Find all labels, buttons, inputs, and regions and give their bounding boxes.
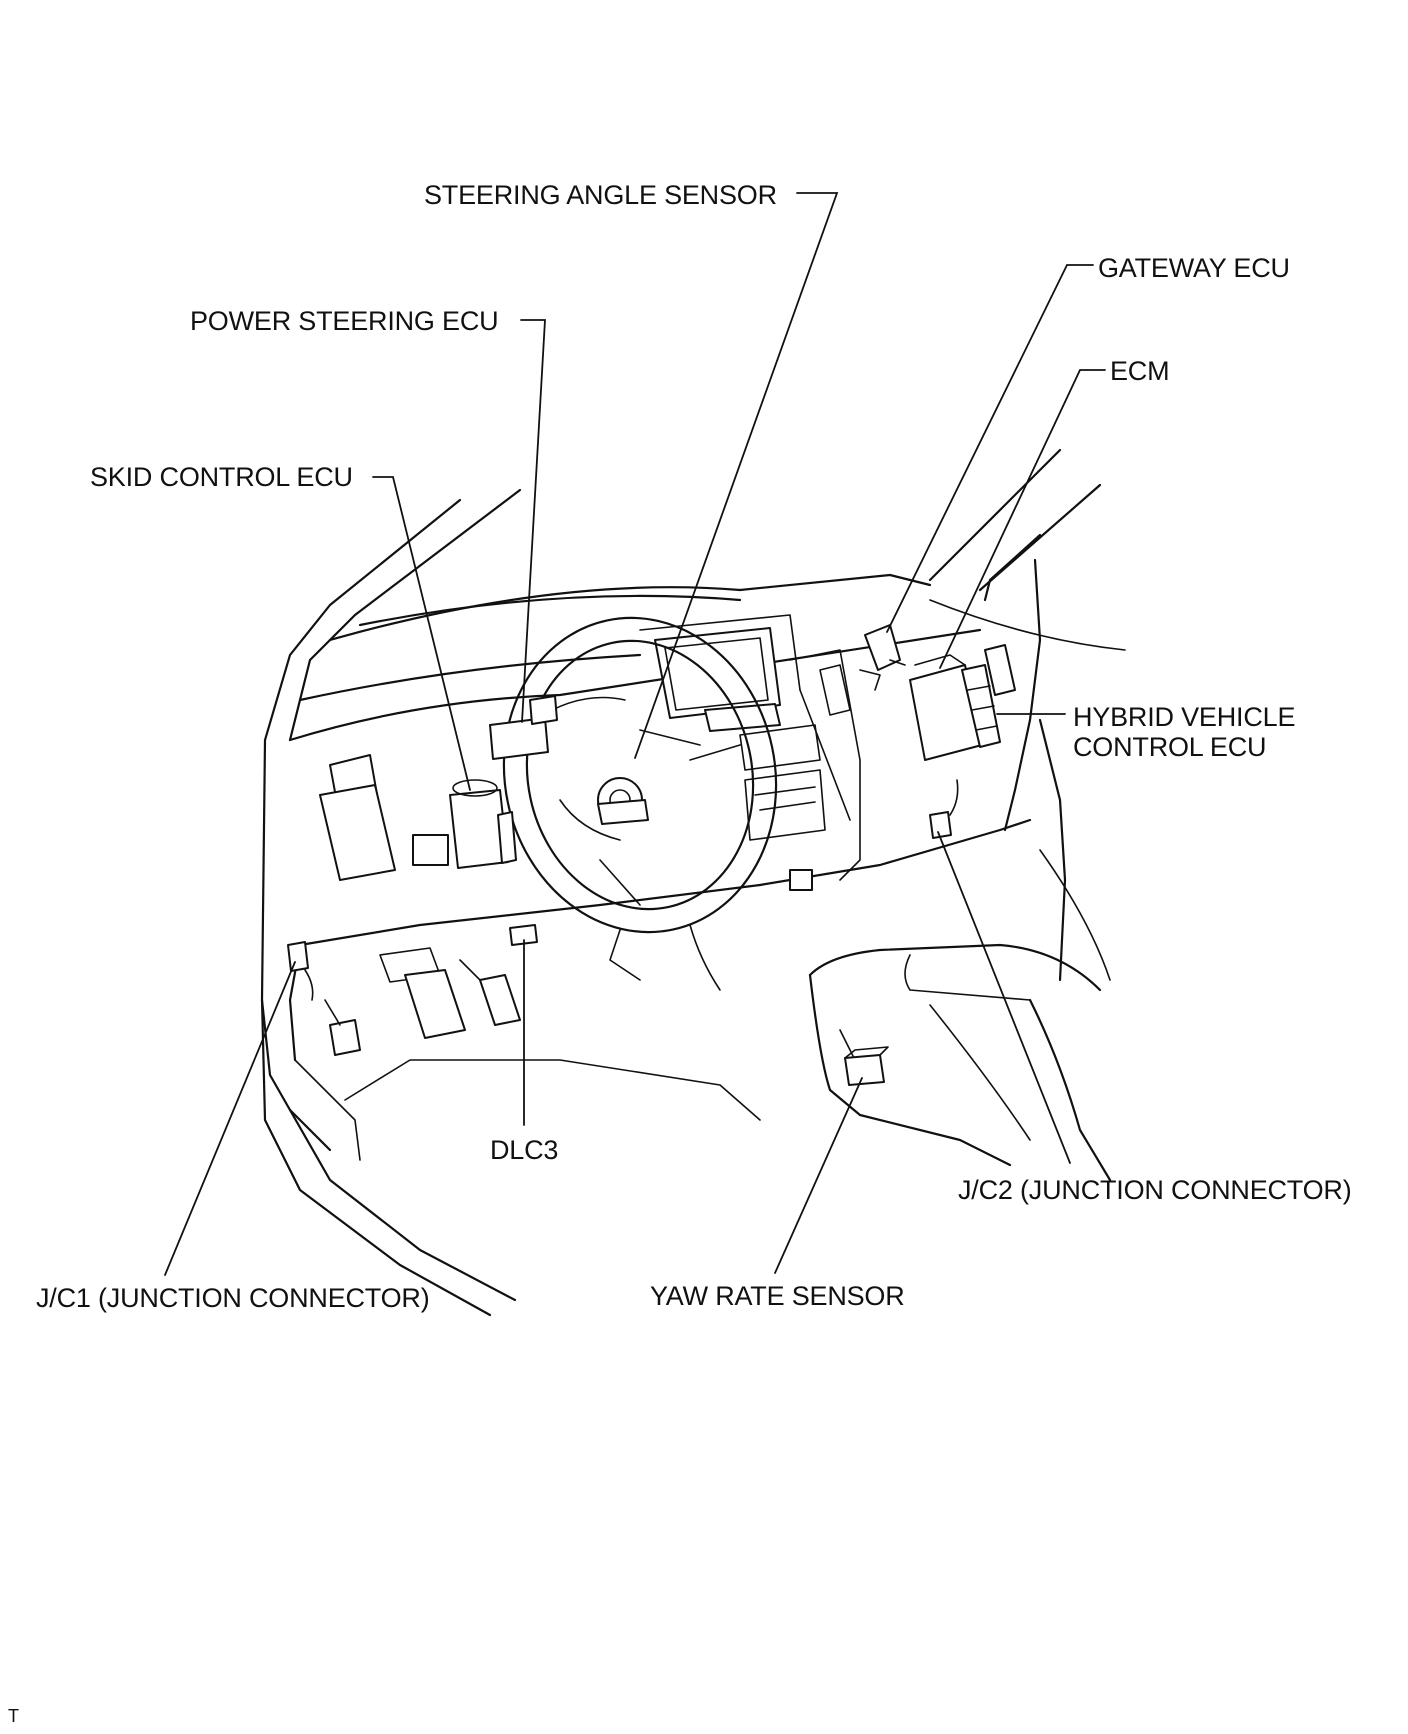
- jc1-part: [287, 941, 314, 1001]
- label-dlc3: DLC3: [490, 1135, 559, 1165]
- label-hybrid-vehicle-control-ecu: HYBRID VEHICLE CONTROL ECU: [1073, 702, 1296, 762]
- label-power-steering-ecu: POWER STEERING ECU: [190, 306, 499, 336]
- leader-skid-control-ecu: [372, 476, 471, 791]
- leader-power-steering-ecu: [520, 319, 546, 723]
- dlc3-part: [509, 924, 538, 946]
- leader-jc2: [937, 831, 1071, 1164]
- label-jc2: J/C2 (JUNCTION CONNECTOR): [958, 1175, 1352, 1205]
- ecm-part: [909, 654, 1001, 761]
- label-jc1: J/C1 (JUNCTION CONNECTOR): [36, 1283, 430, 1313]
- components: [287, 624, 1001, 1086]
- label-ecm: ECM: [1110, 356, 1170, 386]
- leader-steering-angle-sensor: [634, 192, 839, 759]
- leader-lines: [164, 192, 1106, 1276]
- power-steering-ecu-part: [489, 695, 558, 760]
- vehicle-interior-drawing: [260, 448, 1126, 1317]
- leader-gateway-ecu: [886, 264, 1094, 633]
- label-steering-angle-sensor: STEERING ANGLE SENSOR: [424, 180, 777, 210]
- gateway-ecu-part: [859, 624, 906, 691]
- figure-reference: T: [8, 1706, 19, 1726]
- leader-ecm: [939, 369, 1106, 669]
- label-skid-control-ecu: SKID CONTROL ECU: [90, 462, 353, 492]
- leader-yaw-rate-sensor: [774, 1077, 863, 1274]
- skid-control-ecu-part: [449, 779, 517, 869]
- label-gateway-ecu: GATEWAY ECU: [1098, 253, 1290, 283]
- label-yaw-rate-sensor: YAW RATE SENSOR: [650, 1281, 905, 1311]
- yaw-rate-sensor-part: [844, 1046, 889, 1086]
- leader-jc1: [164, 961, 296, 1276]
- jc2-part: [929, 779, 959, 839]
